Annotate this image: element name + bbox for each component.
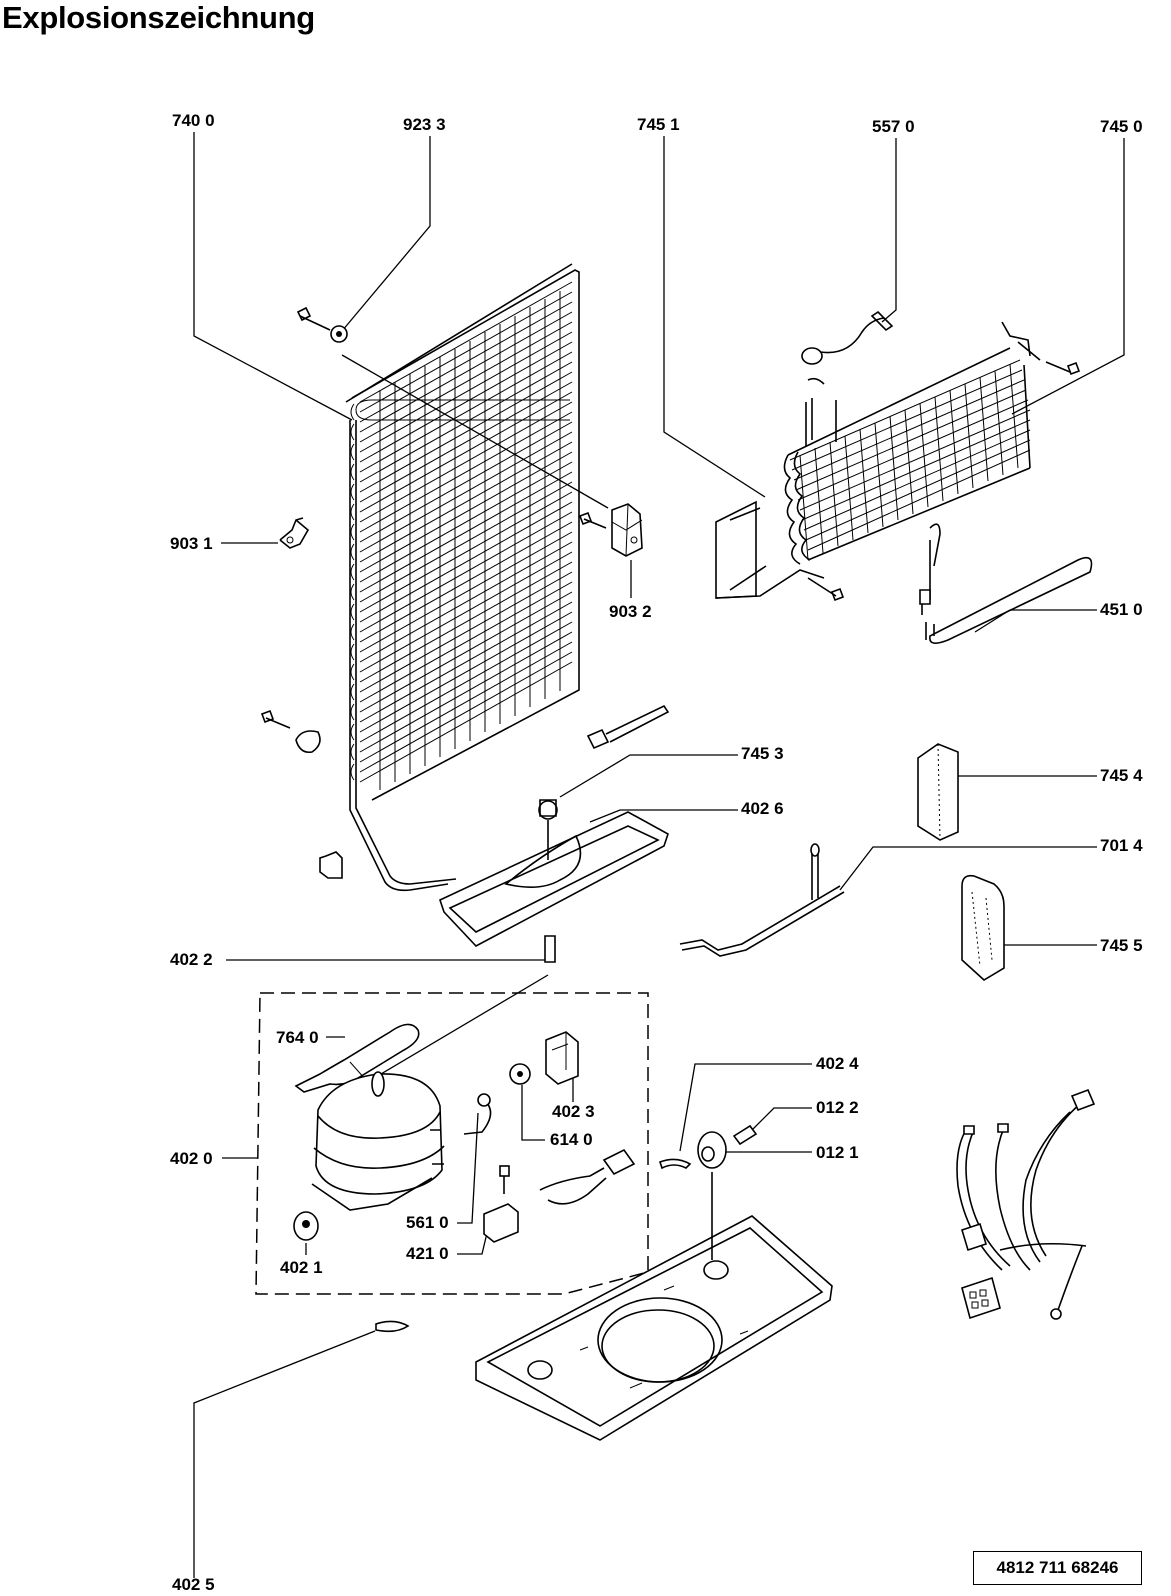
wiring-harness-main: [956, 1088, 1096, 1320]
heater-451-0: [919, 523, 1093, 644]
cable-tie-745-3: [586, 704, 670, 750]
clip-bottom: [319, 851, 343, 879]
condenser-coils: [350, 281, 573, 790]
callout-764-0: 764 0: [276, 1028, 319, 1047]
bracket-402-4: [658, 1158, 692, 1170]
sensor-557-0: [801, 310, 894, 365]
bracket-903-1: [279, 517, 310, 549]
callout-745-3: 745 3: [741, 744, 784, 763]
callout-745-1: 745 1: [637, 115, 680, 134]
callout-745-4: 745 4: [1100, 766, 1143, 785]
fan-motor-012-1: [697, 1131, 727, 1260]
callout-402-5: 402 5: [172, 1575, 215, 1594]
page-title: Explosionszeichnung: [2, 0, 315, 35]
insulation-pad-745-5: [961, 874, 1005, 981]
drain-tube-402-2: [544, 935, 556, 963]
relay-402-3: [545, 1031, 579, 1085]
callout-903-1: 903 1: [170, 534, 213, 553]
callout-402-0: 402 0: [170, 1149, 213, 1168]
callout-561-0: 561 0: [406, 1213, 449, 1232]
callout-614-0: 614 0: [550, 1130, 593, 1149]
compressor-402-0: [311, 1071, 445, 1211]
callout-421-0: 421 0: [406, 1244, 449, 1263]
callout-745-0: 745 0: [1100, 117, 1143, 136]
condenser-serpentine: [355, 399, 570, 421]
fan-blade-012-2: [732, 1124, 758, 1146]
grommet-402-1: [293, 1211, 319, 1241]
clip-left: [260, 709, 321, 754]
clip-402-5: [375, 1320, 410, 1333]
callout-701-4: 701 4: [1100, 836, 1143, 855]
callout-745-5: 745 5: [1100, 936, 1143, 955]
callout-402-2: 402 2: [170, 950, 213, 969]
callout-402-4: 402 4: [816, 1054, 859, 1073]
document-number: 4812 711 68246: [973, 1551, 1142, 1585]
bracket-903-2: [578, 503, 643, 557]
compressor-group-frame: [255, 992, 649, 1295]
base-plate: [475, 1215, 833, 1441]
screw-washer-923-3: [296, 306, 348, 343]
callout-402-1: 402 1: [280, 1258, 323, 1277]
callout-012-2: 012 2: [816, 1098, 859, 1117]
thermistor-561-0: [463, 1093, 492, 1135]
drain-pipe-701-4: [679, 843, 845, 957]
insulation-pad-745-4: [917, 743, 959, 841]
wiring-harness-compressor: [539, 1148, 636, 1205]
callout-557-0: 557 0: [872, 117, 915, 136]
callout-923-3: 923 3: [403, 115, 446, 134]
callout-451-0: 451 0: [1100, 600, 1143, 619]
callout-903-2: 903 2: [609, 602, 652, 621]
callout-012-1: 012 1: [816, 1143, 859, 1162]
capacitor-421-0: [483, 1165, 519, 1243]
evaporator-745-0: [715, 321, 1081, 602]
callout-labels: 740 0 923 3 745 1 557 0 745 0 903 1 903 …: [170, 111, 1143, 1594]
condenser-740-0: [345, 263, 580, 892]
callout-402-6: 402 6: [741, 799, 784, 818]
callout-740-0: 740 0: [172, 111, 215, 130]
overload-614-0: [509, 1063, 531, 1085]
callout-402-3: 402 3: [552, 1102, 595, 1121]
drip-tray-402-6: [439, 799, 669, 947]
leader-lines: [193, 132, 1125, 1578]
